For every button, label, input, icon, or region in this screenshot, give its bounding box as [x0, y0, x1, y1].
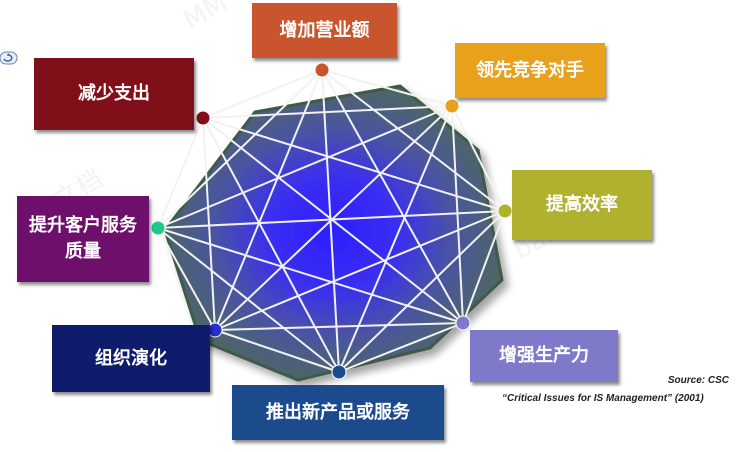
connection-line [321, 69, 453, 107]
connection-line [202, 117, 506, 212]
vertex-dot [150, 220, 166, 236]
goal-label: 组织演化 [95, 347, 167, 369]
goal-box-reduce-costs: 减少支出 [34, 58, 194, 130]
goal-label: 推出新产品或服务 [266, 401, 410, 423]
connection-line [157, 117, 204, 229]
connection-line [202, 117, 340, 373]
connection-line [157, 105, 453, 229]
connection-line [214, 105, 453, 331]
connection-line [157, 227, 464, 324]
connection-line [157, 227, 340, 373]
vertex-dots [150, 62, 513, 380]
vertex-dot [455, 315, 471, 331]
connection-line [451, 105, 464, 324]
connection-line [157, 69, 323, 229]
vertex-dot [207, 322, 223, 338]
refresh-icon [0, 51, 18, 65]
connection-lines [157, 69, 506, 373]
goal-box-lead-competitors: 领先竞争对手 [455, 43, 605, 98]
vertex-dot [195, 110, 211, 126]
svg-text:MM: MM [179, 0, 233, 36]
vertex-dot [331, 364, 347, 380]
connection-line [202, 117, 216, 331]
source-reference: “Critical Issues for IS Management” (200… [502, 393, 704, 404]
connection-line [338, 105, 453, 373]
connection-line [338, 322, 464, 373]
goal-label: 领先竞争对手 [476, 59, 584, 81]
connection-line [202, 69, 323, 119]
connection-line [214, 329, 340, 373]
goal-box-boost-productivity: 增强生产力 [470, 330, 618, 382]
goal-label: 增强生产力 [499, 345, 589, 366]
goal-label: 减少支出 [78, 83, 150, 104]
source-credit: Source: CSC [667, 375, 729, 386]
goal-label: 提升客户服务 质量 [29, 215, 137, 262]
goal-label: 增加营业额 [279, 19, 370, 41]
vertex-dot [497, 203, 513, 219]
goal-label: 提高效率 [546, 194, 618, 215]
connection-line [157, 227, 216, 331]
goal-box-increase-revenue: 增加营业额 [252, 3, 397, 58]
vertex-dot [444, 98, 460, 114]
connection-line [321, 69, 464, 324]
connection-line [214, 210, 506, 331]
goal-box-improve-efficiency: 提高效率 [512, 170, 652, 240]
connection-line [462, 210, 506, 324]
goal-box-new-products: 推出新产品或服务 [232, 385, 444, 440]
goal-box-customer-service: 提升客户服务 质量 [17, 196, 149, 282]
connection-line [451, 105, 506, 212]
connection-line [202, 105, 453, 119]
goal-box-org-evolution: 组织演化 [52, 325, 210, 392]
connection-line [202, 117, 464, 324]
vertex-dot [314, 62, 330, 78]
connection-line [321, 69, 506, 212]
connection-line [214, 322, 464, 331]
